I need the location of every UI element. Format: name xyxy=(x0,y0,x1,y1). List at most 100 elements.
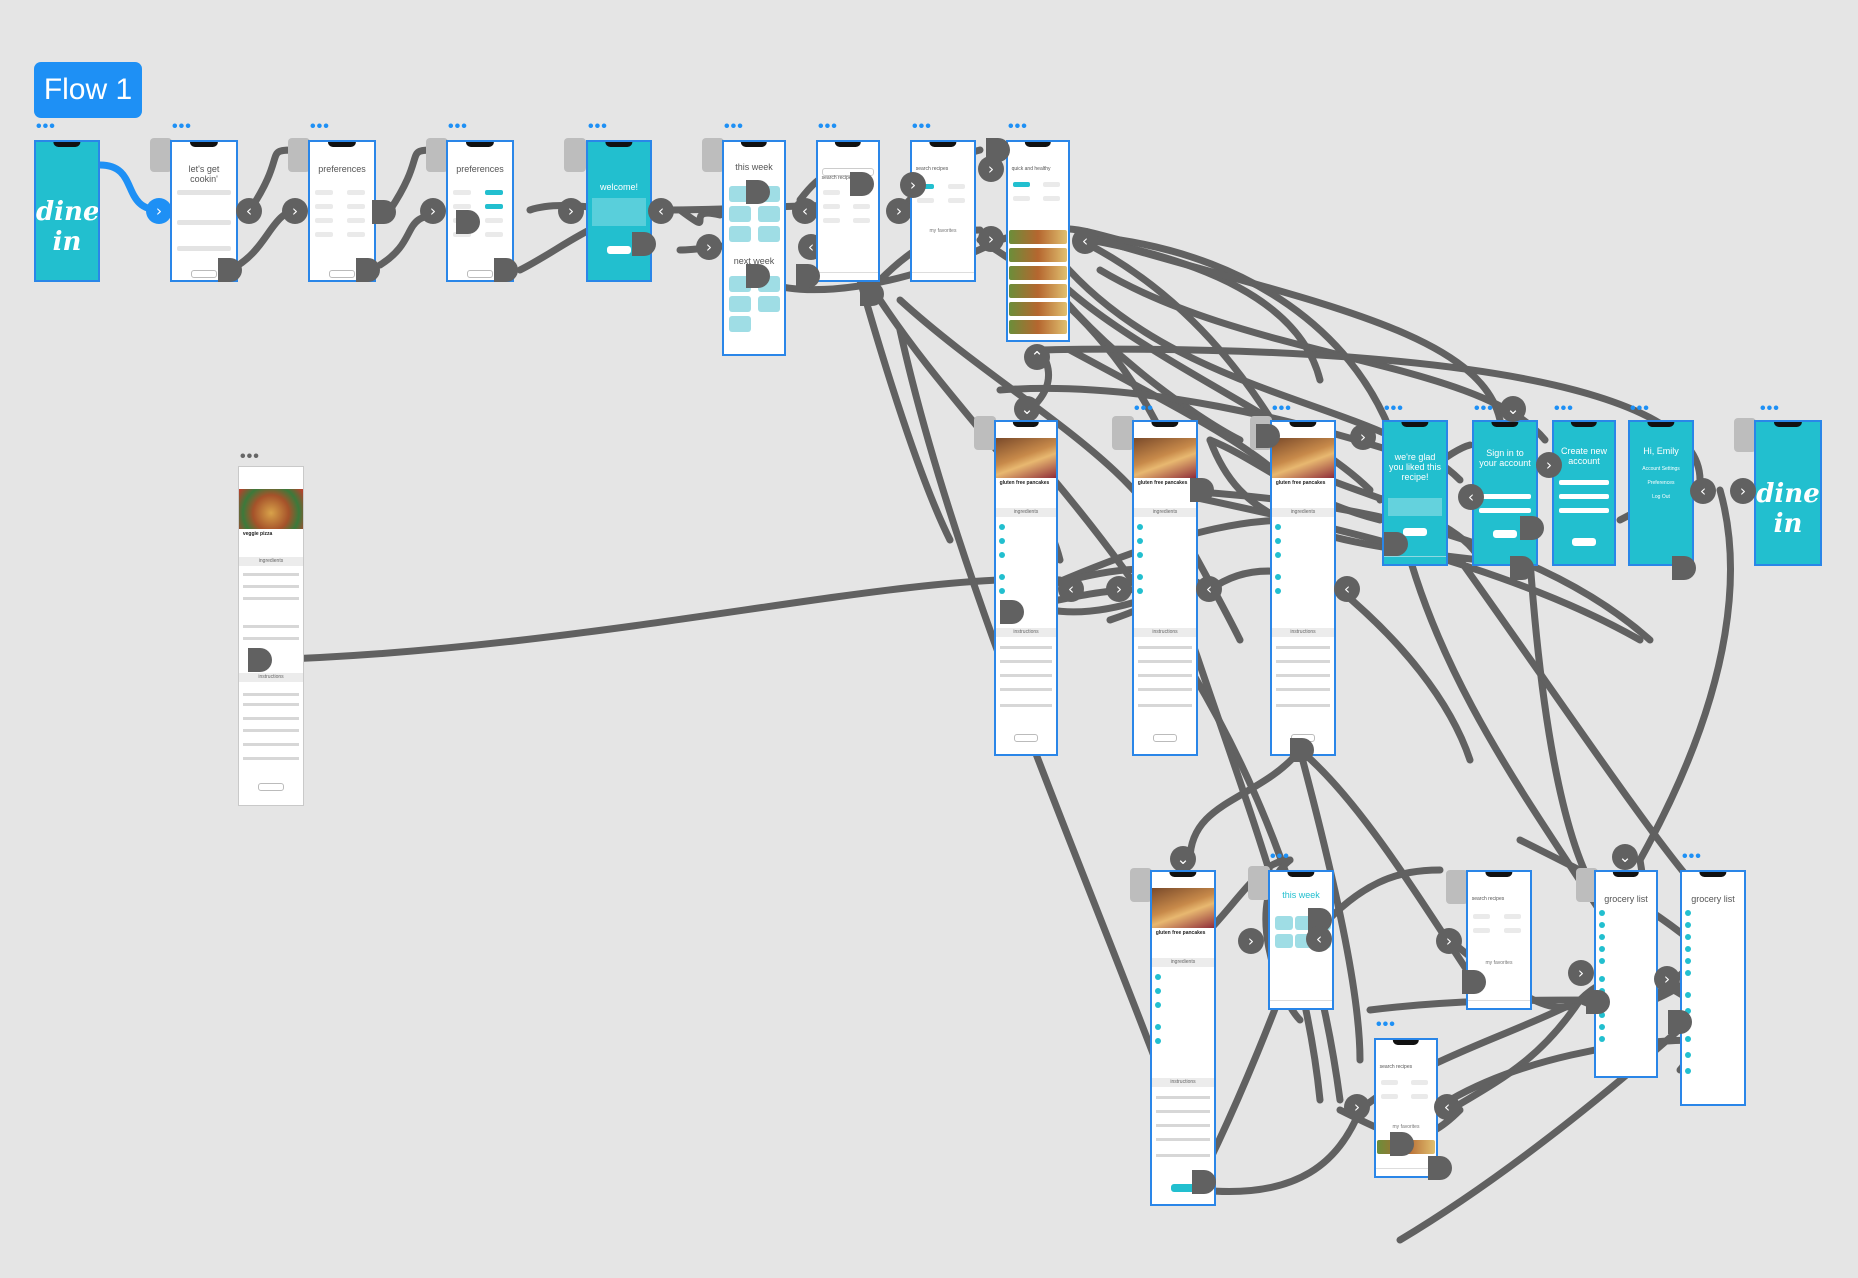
more-dots-icon[interactable]: ••• xyxy=(588,118,608,135)
chevron-right-icon[interactable]: › xyxy=(1238,928,1264,954)
screen-create-account[interactable]: Create new account xyxy=(1552,420,1616,566)
screen-search-2[interactable]: search recipes my favorites xyxy=(910,140,976,282)
screen-this-week[interactable]: this week next week xyxy=(722,140,786,356)
chevron-left-icon[interactable]: ‹ xyxy=(1072,228,1098,254)
chevron-left-icon[interactable]: ‹ xyxy=(1306,926,1332,952)
chevron-right-icon[interactable]: › xyxy=(420,198,446,224)
chevron-down-icon[interactable]: ⌄ xyxy=(1170,846,1196,872)
connection-end[interactable] xyxy=(218,258,242,282)
more-dots-icon[interactable]: ••• xyxy=(818,118,838,135)
more-dots-icon[interactable]: ••• xyxy=(1134,400,1154,417)
chevron-down-icon[interactable]: ⌄ xyxy=(1612,844,1638,870)
profile-menu-item[interactable]: Account Settings xyxy=(1642,466,1680,472)
chevron-right-icon[interactable]: › xyxy=(558,198,584,224)
more-dots-icon[interactable]: ••• xyxy=(1376,1016,1396,1033)
chevron-right-icon[interactable]: › xyxy=(1730,478,1756,504)
screen-splash[interactable]: dine in xyxy=(34,140,100,282)
connection-end[interactable] xyxy=(632,232,656,256)
more-dots-icon[interactable]: ••• xyxy=(310,118,330,135)
chevron-left-icon[interactable]: ‹ xyxy=(792,198,818,224)
connection-end[interactable] xyxy=(1428,1156,1452,1180)
chevron-down-icon[interactable]: ⌄ xyxy=(1500,396,1526,422)
connection-end[interactable] xyxy=(796,264,820,288)
more-dots-icon[interactable]: ••• xyxy=(448,118,468,135)
search-input[interactable]: quick and healthy xyxy=(1011,166,1051,172)
chevron-left-icon[interactable]: ‹ xyxy=(1334,576,1360,602)
chevron-right-icon[interactable]: › xyxy=(146,198,172,224)
profile-menu-item[interactable]: Log Out xyxy=(1652,494,1670,500)
chevron-right-icon[interactable]: › xyxy=(1344,1094,1370,1120)
screen-recipe-3[interactable]: gluten free pancakes ingredients instruc… xyxy=(1270,420,1336,756)
flow-label[interactable]: Flow 1 xyxy=(34,62,142,118)
screen-recipe-4[interactable]: gluten free pancakes ingredients instruc… xyxy=(1150,870,1216,1206)
more-dots-icon[interactable]: ••• xyxy=(36,118,56,135)
connection-end[interactable] xyxy=(1520,516,1544,540)
more-dots-icon[interactable]: ••• xyxy=(1554,400,1574,417)
screen-grocery-list-2[interactable]: grocery list xyxy=(1680,870,1746,1106)
connection-end[interactable] xyxy=(356,258,380,282)
chevron-right-icon[interactable]: › xyxy=(282,198,308,224)
connection-end[interactable] xyxy=(456,210,480,234)
chevron-right-icon[interactable]: › xyxy=(886,198,912,224)
screen-profile[interactable]: Hi, Emily Account Settings Preferences L… xyxy=(1628,420,1694,566)
more-dots-icon[interactable]: ••• xyxy=(912,118,932,135)
more-dots-icon[interactable]: ••• xyxy=(1272,400,1292,417)
chevron-left-icon[interactable]: ‹ xyxy=(1058,576,1084,602)
search-input[interactable]: search recipes xyxy=(1379,1064,1413,1070)
more-dots-icon[interactable]: ••• xyxy=(240,448,260,465)
more-dots-icon[interactable]: ••• xyxy=(1682,848,1702,865)
connection-end[interactable] xyxy=(850,172,874,196)
connection-end[interactable] xyxy=(746,180,770,204)
chevron-right-icon[interactable]: › xyxy=(1436,928,1462,954)
connection-end[interactable] xyxy=(494,258,518,282)
more-dots-icon[interactable]: ••• xyxy=(1008,118,1028,135)
chevron-right-icon[interactable]: › xyxy=(1568,960,1594,986)
chevron-left-icon[interactable]: ‹ xyxy=(648,198,674,224)
screen-welcome[interactable]: welcome! xyxy=(586,140,652,282)
connection-end[interactable] xyxy=(986,138,1010,162)
screen-recipe-2[interactable]: gluten free pancakes ingredients instruc… xyxy=(1132,420,1198,756)
connection-end[interactable] xyxy=(1192,1170,1216,1194)
connection-end[interactable] xyxy=(1510,556,1534,580)
connection-end[interactable] xyxy=(1190,478,1214,502)
more-dots-icon[interactable]: ••• xyxy=(1384,400,1404,417)
screen-sign-in[interactable]: Sign in to your account xyxy=(1472,420,1538,566)
connection-end[interactable] xyxy=(1000,600,1024,624)
more-dots-icon[interactable]: ••• xyxy=(1270,848,1290,865)
more-dots-icon[interactable]: ••• xyxy=(1474,400,1494,417)
search-input[interactable]: search recipes xyxy=(821,175,855,181)
connection-end[interactable] xyxy=(1390,1132,1414,1156)
chevron-right-icon[interactable]: › xyxy=(1106,576,1132,602)
chevron-up-icon[interactable]: ⌃ xyxy=(1024,344,1050,370)
screen-liked-recipe[interactable]: we're glad you liked this recipe! xyxy=(1382,420,1448,566)
more-dots-icon[interactable]: ••• xyxy=(1760,400,1780,417)
chevron-left-icon[interactable]: ‹ xyxy=(1196,576,1222,602)
connection-end[interactable] xyxy=(1586,990,1610,1014)
connection-end[interactable] xyxy=(1256,424,1280,448)
connection-end[interactable] xyxy=(746,264,770,288)
screen-grocery-list-1[interactable]: grocery list xyxy=(1594,870,1658,1078)
connection-end[interactable] xyxy=(1672,556,1696,580)
chevron-right-icon[interactable]: › xyxy=(1654,966,1680,992)
connection-end[interactable] xyxy=(248,648,272,672)
connection-end[interactable] xyxy=(1462,970,1486,994)
connection-end[interactable] xyxy=(860,282,884,306)
screen-search-3[interactable]: quick and healthy xyxy=(1006,140,1070,342)
chevron-down-icon[interactable]: ⌄ xyxy=(1014,396,1040,422)
chevron-right-icon[interactable]: › xyxy=(900,172,926,198)
screen-splash-2[interactable]: dine in xyxy=(1754,420,1822,566)
chevron-right-icon[interactable]: › xyxy=(696,234,722,260)
chevron-left-icon[interactable]: ‹ xyxy=(236,198,262,224)
more-dots-icon[interactable]: ••• xyxy=(172,118,192,135)
profile-menu-item[interactable]: Preferences xyxy=(1647,480,1675,486)
more-dots-icon[interactable]: ••• xyxy=(724,118,744,135)
chevron-left-icon[interactable]: ‹ xyxy=(1434,1094,1460,1120)
connection-end[interactable] xyxy=(1290,738,1314,762)
connection-end[interactable] xyxy=(372,200,396,224)
search-input[interactable]: search recipes xyxy=(915,166,949,172)
screen-recipe-veggie-pizza[interactable]: veggie pizza ingredients instructions xyxy=(238,466,304,806)
chevron-left-icon[interactable]: ‹ xyxy=(1690,478,1716,504)
screen-recipe-1[interactable]: gluten free pancakes ingredients instruc… xyxy=(994,420,1058,756)
search-input[interactable]: search recipes xyxy=(1471,896,1505,902)
